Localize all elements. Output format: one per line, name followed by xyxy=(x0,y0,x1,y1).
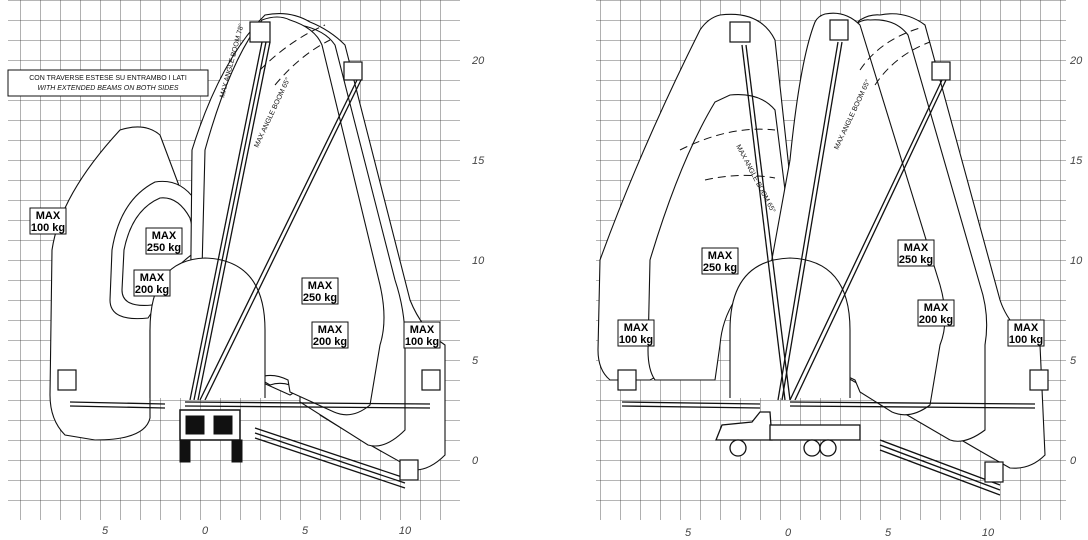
right-boom-limit-arc-back-2 xyxy=(704,174,776,181)
left-basket-right xyxy=(421,369,441,391)
left-diagram: CON TRAVERSE ESTESE SU ENTRAMBO I LATI W… xyxy=(7,0,485,537)
right-boom-limit-arc-front-2 xyxy=(874,41,931,86)
right-truck xyxy=(715,411,861,457)
left-boom-down xyxy=(254,427,406,479)
svg-text:250 kg: 250 kg xyxy=(303,292,337,304)
svg-text:250 kg: 250 kg xyxy=(899,254,933,266)
right-basket-left xyxy=(617,369,637,391)
svg-text:MAX: MAX xyxy=(924,302,949,314)
left-load-label-100-front: MAX 100 kg xyxy=(403,321,441,349)
svg-text:200 kg: 200 kg xyxy=(135,284,169,296)
svg-text:MAX: MAX xyxy=(1014,322,1039,334)
left-y-tick: 0 xyxy=(472,455,479,467)
svg-text:MAX: MAX xyxy=(308,280,333,292)
right-load-label-100-front: MAX 100 kg xyxy=(1007,319,1045,347)
left-basket-bottom xyxy=(399,459,419,481)
left-load-label-200-front: MAX 200 kg xyxy=(311,321,349,349)
left-y-tick: 15 xyxy=(472,155,485,167)
right-y-tick: 0 xyxy=(1070,455,1077,467)
left-booms xyxy=(69,41,431,489)
right-load-label-200-front: MAX 200 kg xyxy=(917,299,955,327)
left-x-tick: 0 xyxy=(202,525,209,537)
left-basket-top xyxy=(249,21,271,43)
right-booms xyxy=(621,41,1036,496)
right-y-tick: 20 xyxy=(1069,55,1083,67)
right-boom-limit-arc-front xyxy=(859,27,921,71)
left-boom-limit-arc-2 xyxy=(274,39,331,86)
left-x-tick: 5 xyxy=(302,525,309,537)
right-boom-back xyxy=(741,44,786,401)
right-y-tick: 10 xyxy=(1070,255,1083,267)
svg-text:100 kg: 100 kg xyxy=(1009,334,1043,346)
right-basket-bottom xyxy=(984,461,1004,483)
right-basket-top xyxy=(829,19,849,41)
svg-text:200 kg: 200 kg xyxy=(313,336,347,348)
right-diagram: MAX ANGLE BOOM 65° MAX ANGLE BOOM 65° MA… xyxy=(596,0,1083,539)
right-load-label-250-back: MAX 250 kg xyxy=(701,247,739,275)
right-load-label-100-back: MAX 100 kg xyxy=(617,319,655,347)
right-boom-65b xyxy=(789,79,943,401)
right-y-tick: 5 xyxy=(1070,355,1077,367)
right-boom-65a xyxy=(777,41,839,401)
svg-text:MAX: MAX xyxy=(140,272,165,284)
right-baskets xyxy=(617,19,1049,483)
left-load-label-250-back: MAX 250 kg xyxy=(145,227,183,255)
left-y-tick: 20 xyxy=(471,55,485,67)
left-y-tick: 10 xyxy=(472,255,485,267)
svg-text:MAX: MAX xyxy=(318,324,343,336)
left-load-label-100-back: MAX 100 kg xyxy=(29,207,67,235)
svg-text:MAX: MAX xyxy=(708,250,733,262)
left-basket-left xyxy=(57,369,77,391)
right-x-tick: 10 xyxy=(982,527,995,539)
right-boom-left xyxy=(621,401,761,405)
left-y-tick: 5 xyxy=(472,355,479,367)
left-baskets xyxy=(57,21,441,481)
left-note-box xyxy=(7,69,209,97)
left-note-line1: CON TRAVERSE ESTESE SU ENTRAMBO I LATI xyxy=(29,75,187,82)
left-basket-mid xyxy=(343,61,363,81)
right-x-tick: 0 xyxy=(785,527,792,539)
left-boom-back xyxy=(69,401,166,405)
right-envelope-250kg-back xyxy=(647,94,796,381)
right-basket-back xyxy=(729,21,751,43)
right-load-label-250-front: MAX 250 kg xyxy=(897,239,935,267)
left-chassis xyxy=(179,409,243,463)
svg-text:250 kg: 250 kg xyxy=(703,262,737,274)
right-x-tick: 5 xyxy=(685,527,692,539)
svg-text:MAX: MAX xyxy=(36,210,61,222)
right-y-tick: 15 xyxy=(1070,155,1083,167)
right-basket-mid xyxy=(931,61,951,81)
svg-text:100 kg: 100 kg xyxy=(31,222,65,234)
left-boom-horizontal xyxy=(184,401,431,405)
right-boom-down xyxy=(879,439,1001,486)
left-x-tick: 10 xyxy=(399,525,412,537)
left-note-line2: WITH EXTENDED BEAMS ON BOTH SIDES xyxy=(37,85,179,92)
left-load-label-200-back: MAX 200 kg xyxy=(133,269,171,297)
left-x-tick: 5 xyxy=(102,525,109,537)
svg-text:MAX: MAX xyxy=(624,322,649,334)
left-boom-78 xyxy=(189,41,263,401)
left-load-label-250-front: MAX 250 kg xyxy=(301,277,339,305)
right-basket-right xyxy=(1029,369,1049,391)
svg-text:250 kg: 250 kg xyxy=(147,242,181,254)
right-boom-horizontal xyxy=(789,401,1036,405)
svg-text:100 kg: 100 kg xyxy=(405,336,439,348)
svg-text:MAX: MAX xyxy=(410,324,435,336)
left-boom-65 xyxy=(199,77,359,401)
svg-text:MAX: MAX xyxy=(904,242,929,254)
right-x-tick: 5 xyxy=(885,527,892,539)
svg-text:100 kg: 100 kg xyxy=(619,334,653,346)
svg-text:200 kg: 200 kg xyxy=(919,314,953,326)
svg-text:MAX: MAX xyxy=(152,230,177,242)
left-turret-arc xyxy=(149,257,266,398)
